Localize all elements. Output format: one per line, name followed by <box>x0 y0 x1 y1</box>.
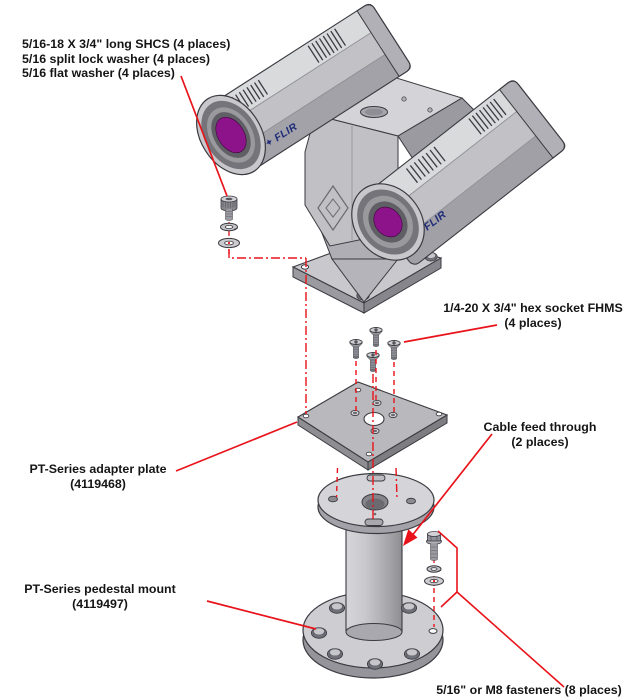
shcs-fastener-stack <box>218 195 240 257</box>
anchor-bolt-stack <box>424 531 444 586</box>
label-line: Cable feed through <box>483 420 597 434</box>
label-line: 5/16" or M8 fasteners (8 places) <box>436 683 622 697</box>
label-line: 5/16-18 X 3/4" long SHCS (4 places) <box>22 37 231 51</box>
fhms-label: 1/4-20 X 3/4" hex socket FHMS (4 places) <box>425 301 641 330</box>
fhms-screw <box>349 339 363 360</box>
shcs-label: 5/16-18 X 3/4" long SHCS (4 places) 5/16… <box>22 37 266 81</box>
shcs-leader-line <box>180 75 228 197</box>
label-line: 5/16 flat washer (4 places) <box>22 66 175 81</box>
pedestal-leader-line <box>206 600 317 630</box>
flange-bolt <box>400 602 418 614</box>
fhms-leader-line <box>403 324 498 343</box>
cable-slot <box>364 518 384 526</box>
label-line: (4 places) <box>504 315 562 330</box>
label-line: 5/16 split lock washer (4 places) <box>22 51 211 66</box>
hex-bolt <box>426 531 442 561</box>
flange-corner-hole <box>300 264 310 270</box>
split-lock-washer <box>220 222 238 232</box>
fasteners-bracket <box>437 530 458 608</box>
label-line: (2 places) <box>511 434 569 449</box>
base-fasteners-label: 5/16" or M8 fasteners (8 places) <box>415 683 643 698</box>
flange-bolt <box>366 658 384 670</box>
fhms-screw <box>369 327 383 348</box>
emblem-diamond-icon <box>325 198 341 218</box>
pedestal-base-bolts <box>310 602 438 670</box>
label-line: PT-Series adapter plate <box>29 462 167 476</box>
shcs-bolt <box>220 195 238 221</box>
vent-slots <box>468 98 507 135</box>
arrowhead-icon <box>403 529 418 546</box>
flat-washer <box>218 237 240 249</box>
cable-feed-label: Cable feed through (2 places) <box>462 420 618 449</box>
split-lock-washer <box>426 565 442 573</box>
pedestal-top-flange <box>317 472 435 535</box>
pedestal-mount <box>302 472 444 679</box>
lens-glass <box>373 206 403 238</box>
adapter-plate-label: PT-Series adapter plate (4119468) <box>14 462 182 491</box>
fasteners-leader-line <box>456 591 565 688</box>
flange-bolt <box>403 648 421 660</box>
pedestal-mount-label: PT-Series pedestal mount (4119497) <box>14 582 186 611</box>
vent-slots <box>307 28 346 63</box>
centerline-dashdot <box>228 249 306 259</box>
fhms-screw <box>387 340 401 361</box>
label-line: PT-Series pedestal mount <box>24 582 176 596</box>
flat-washer <box>424 576 444 586</box>
vent-slots <box>405 146 446 184</box>
empty-bolt-hole <box>428 628 438 634</box>
label-line: (4119497) <box>72 596 128 611</box>
adapter-plate <box>296 381 449 471</box>
annotations <box>175 75 565 688</box>
centerline-dashdot <box>395 467 398 500</box>
fhms-screw <box>366 352 380 373</box>
label-line: (4119468) <box>70 476 126 491</box>
plate-center-hole <box>363 411 385 427</box>
emblem-diamond-icon <box>317 184 349 232</box>
front-camera-lens <box>351 183 425 261</box>
camera-head-assembly: FLIR FLIR <box>196 3 566 314</box>
rear-camera: FLIR <box>211 3 411 170</box>
centerline-dashed <box>335 467 339 498</box>
rear-camera-lens <box>196 94 266 176</box>
flange-bolt <box>328 602 346 614</box>
label-line: 1/4-20 X 3/4" hex socket FHMS <box>443 301 623 315</box>
lens-glass <box>215 116 247 154</box>
flange-bolt <box>326 648 344 660</box>
cable-slot <box>366 474 386 482</box>
fhms-screws <box>349 327 401 373</box>
cable-leader-line <box>410 433 493 538</box>
adapter-leader-line <box>175 421 298 472</box>
